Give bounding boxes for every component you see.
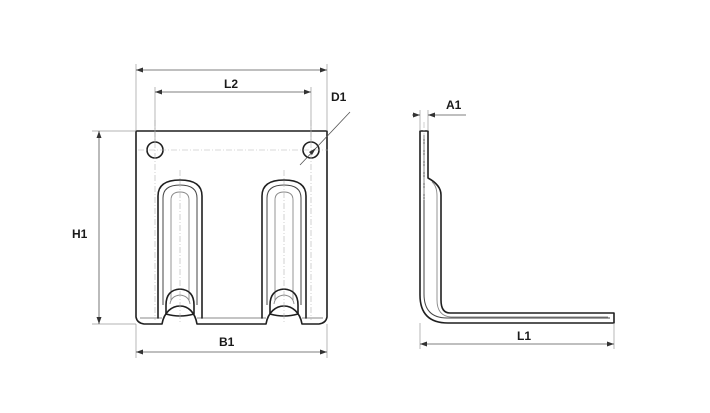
bracket-profile	[419, 130, 615, 324]
label-h1: H1	[72, 227, 88, 241]
label-l1: L1	[517, 329, 531, 343]
plate-outline	[135, 130, 328, 325]
label-d1: D1	[331, 90, 347, 104]
label-b1: B1	[219, 335, 235, 349]
label-l2: L2	[224, 77, 238, 91]
side-view: A1 L1	[412, 98, 615, 349]
front-view: L2 D1 H1 B1	[72, 64, 351, 358]
label-a1: A1	[446, 98, 462, 112]
bracket-inner-line	[423, 135, 610, 319]
